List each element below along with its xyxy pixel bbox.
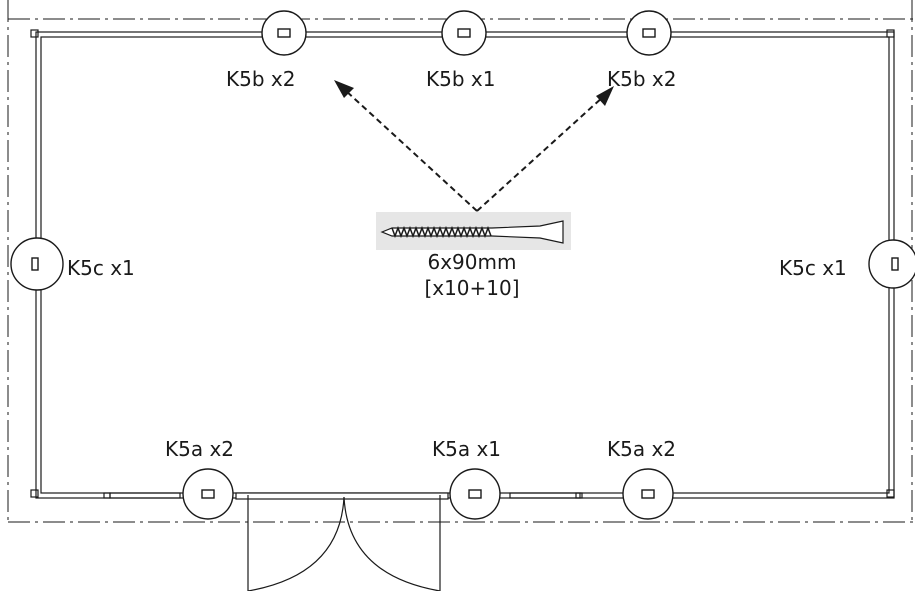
corner-marker bbox=[886, 29, 895, 38]
fixing-circle-bottom-left bbox=[182, 468, 234, 520]
label-top-center: K5b x1 bbox=[426, 67, 495, 91]
label-bottom-right: K5a x2 bbox=[607, 437, 676, 461]
window-stop bbox=[103, 492, 111, 499]
fixing-circle-left bbox=[10, 237, 64, 291]
label-bottom-center: K5a x1 bbox=[432, 437, 501, 461]
label-top-right: K5b x2 bbox=[607, 67, 676, 91]
label-right: K5c x1 bbox=[779, 256, 847, 280]
screw-thread bbox=[391, 225, 492, 239]
corner-marker bbox=[30, 29, 39, 38]
door-opening bbox=[235, 492, 449, 591]
screw-body bbox=[380, 220, 564, 244]
screw-size-label: 6x90mm bbox=[428, 250, 517, 274]
arrow-line-left bbox=[344, 89, 478, 212]
door-swing-left bbox=[247, 496, 345, 591]
arrow-line-right bbox=[476, 95, 605, 212]
screw-quantity-label: [x10+10] bbox=[424, 276, 519, 300]
label-left: K5c x1 bbox=[67, 256, 135, 280]
window-strip-right bbox=[509, 492, 581, 499]
fixing-points bbox=[10, 10, 915, 520]
fixing-circle-right bbox=[868, 239, 915, 289]
door-gap bbox=[235, 492, 449, 500]
corner-marker bbox=[30, 489, 39, 498]
corner-marker bbox=[886, 489, 895, 498]
window-strip-left bbox=[109, 492, 181, 499]
window-stop bbox=[575, 492, 583, 499]
arrow-head-left bbox=[334, 80, 354, 98]
fixing-circle-top-right bbox=[626, 10, 672, 56]
fixing-circle-top-left bbox=[261, 10, 307, 56]
fixing-circle-bottom-center bbox=[449, 468, 501, 520]
fixing-circle-bottom-right bbox=[622, 468, 674, 520]
outer-boundary bbox=[7, 0, 915, 523]
label-top-left: K5b x2 bbox=[226, 67, 295, 91]
label-bottom-left: K5a x2 bbox=[165, 437, 234, 461]
fixing-circle-top-center bbox=[441, 10, 487, 56]
door-swing-right bbox=[343, 496, 441, 591]
direction-arrows bbox=[334, 80, 614, 212]
screw-image bbox=[376, 212, 571, 250]
arrow-head-right bbox=[596, 86, 614, 106]
